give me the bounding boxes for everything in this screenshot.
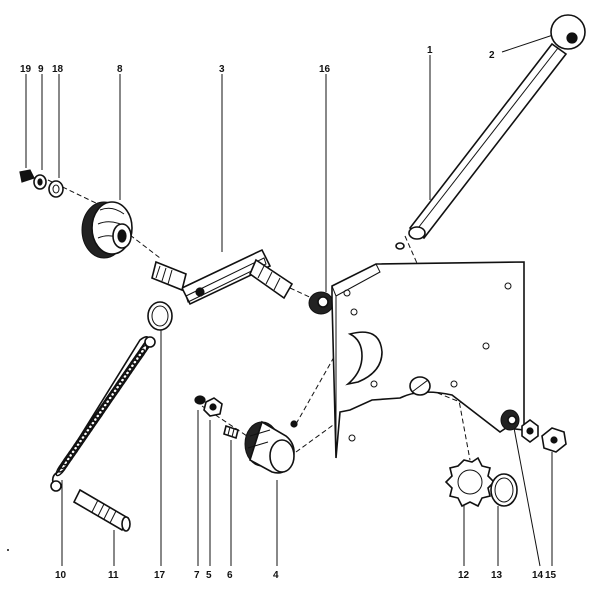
label-1: 1: [427, 45, 433, 56]
label-9: 9: [38, 64, 44, 75]
label-12: 12: [458, 570, 470, 581]
o-ring: [147, 301, 173, 331]
label-14: 14: [532, 570, 544, 581]
washer-16: [308, 291, 334, 315]
pulley: [81, 201, 133, 259]
label-17: 17: [154, 570, 166, 581]
stray-dot: [7, 549, 9, 551]
label-15: 15: [545, 570, 557, 581]
washer-14: [500, 409, 539, 443]
lock-washer: [33, 174, 47, 190]
part-labels: 19 9 18 8 3 16 1 2 10 11 17 7 5 6 4 12 1…: [20, 45, 557, 581]
label-2: 2: [489, 50, 495, 61]
star-washer: [444, 456, 496, 508]
flat-washer: [48, 180, 64, 198]
nut-5: [203, 397, 223, 417]
label-18: 18: [52, 64, 64, 75]
leader-lines: [25, 33, 557, 567]
link-arm: [151, 248, 294, 306]
label-5: 5: [206, 570, 212, 581]
threaded-stud: [72, 488, 131, 532]
lever-knob: [550, 14, 586, 50]
label-10: 10: [55, 570, 67, 581]
label-8: 8: [117, 64, 123, 75]
hub: [244, 420, 298, 474]
label-4: 4: [273, 570, 279, 581]
label-3: 3: [219, 64, 225, 75]
small-screw: [19, 169, 35, 183]
label-6: 6: [227, 570, 233, 581]
small-nut-7: [194, 395, 206, 405]
lever-rod: [395, 42, 568, 250]
label-13: 13: [491, 570, 503, 581]
set-screw-6: [223, 424, 239, 440]
nut-15: [541, 427, 567, 453]
label-16: 16: [319, 64, 331, 75]
retaining-ring: [490, 473, 518, 507]
label-19: 19: [20, 64, 32, 75]
extension-spring: [50, 336, 156, 492]
label-11: 11: [108, 570, 119, 581]
label-7: 7: [194, 570, 200, 581]
mounting-plate: [331, 261, 525, 459]
